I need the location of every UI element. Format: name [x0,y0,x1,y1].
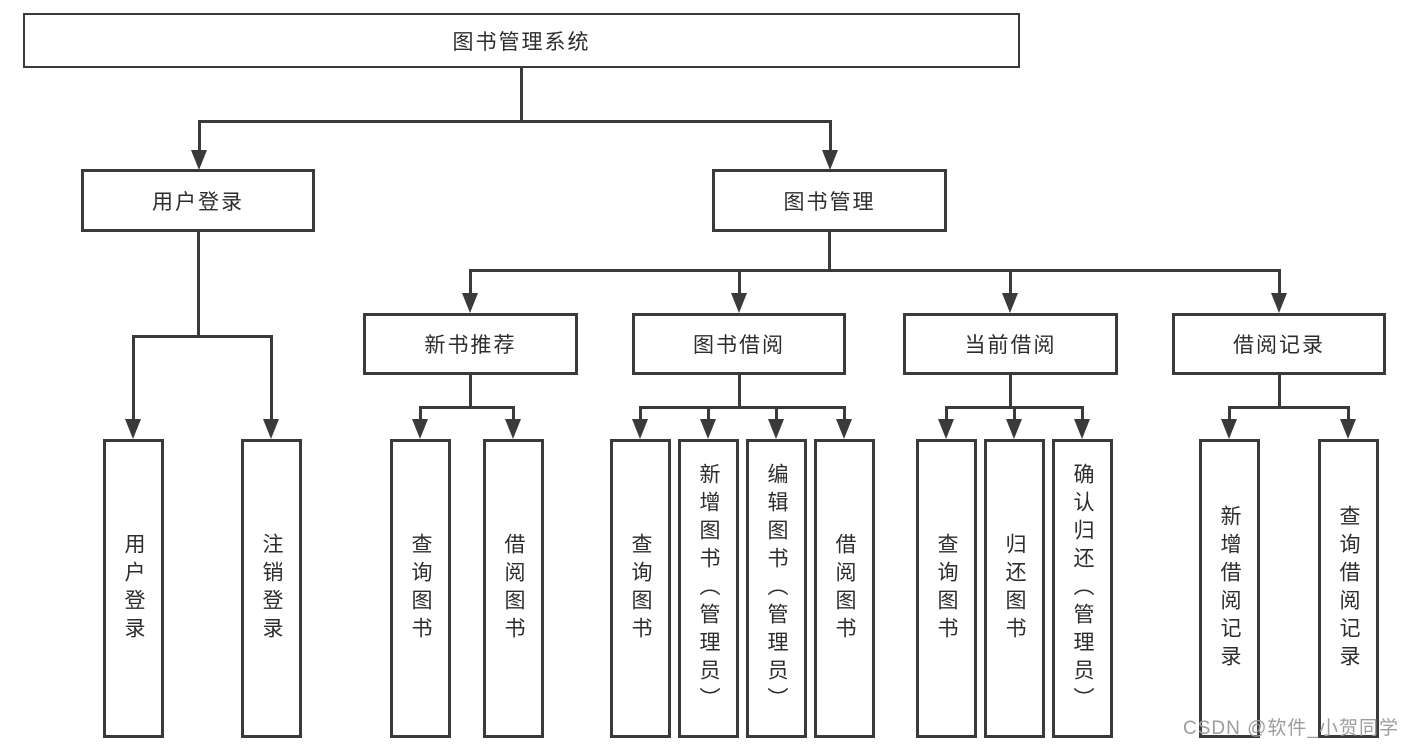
arrow-down-icon [125,419,141,439]
leaf-edit-book-admin-label: 编辑图书（管理员） [765,462,788,715]
node-user-login-label: 用户登录 [152,190,244,214]
arrow-down-icon [1002,293,1018,313]
arrow-down-icon [505,419,521,439]
arrow-down-icon [938,419,954,439]
arrow-down-icon [1271,293,1287,313]
leaf-query-borrow-record: 查询借阅记录 [1318,439,1379,738]
leaf-borrow-books-recommend-label: 借阅图书 [502,532,525,645]
leaf-borrow-books: 借阅图书 [814,439,875,738]
node-current-borrowing-label: 当前借阅 [964,334,1057,357]
connector-line [828,231,831,271]
leaf-user-login: 用户登录 [103,439,164,738]
leaf-query-books-current: 查询图书 [916,439,977,738]
connector-line [843,406,846,422]
leaf-query-books-borrowing-label: 查询图书 [629,532,652,645]
leaf-confirm-return-admin: 确认归还（管理员） [1052,439,1113,738]
leaf-return-books: 归还图书 [984,439,1045,738]
leaf-return-books-label: 归还图书 [1003,532,1026,645]
leaf-edit-book-admin: 编辑图书（管理员） [746,439,807,738]
connector-line [469,269,1280,272]
connector-line [945,406,948,422]
connector-line [512,406,515,422]
connector-line [829,120,832,153]
arrow-down-icon [263,419,279,439]
connector-line [775,406,778,422]
arrow-down-icon [1221,419,1237,439]
connector-line [419,406,514,409]
node-root-label: 图书管理系统 [452,30,591,54]
leaf-borrow-books-recommend: 借阅图书 [483,439,544,738]
connector-line [469,373,472,408]
leaf-query-books-borrowing: 查询图书 [610,439,671,738]
arrow-down-icon [822,150,838,170]
connector-line [1228,406,1231,422]
leaf-query-borrow-record-label: 查询借阅记录 [1337,504,1360,673]
connector-line [639,406,845,409]
connector-line [738,373,741,408]
arrow-down-icon [836,419,852,439]
leaf-query-books-current-label: 查询图书 [935,532,958,645]
leaf-borrow-books-label: 借阅图书 [833,532,856,645]
connector-line [707,406,710,422]
connector-line [469,269,472,296]
node-book-management: 图书管理 [712,169,947,232]
leaf-logout: 注销登录 [241,439,302,738]
connector-line [1013,406,1016,422]
leaf-add-book-admin-label: 新增图书（管理员） [697,462,720,715]
connector-line [1081,406,1084,422]
arrow-down-icon [191,150,207,170]
connector-line [132,335,135,420]
arrow-down-icon [1340,419,1356,439]
connector-line [1347,406,1350,422]
connector-line [270,335,273,420]
leaf-query-books-recommend-label: 查询图书 [409,532,432,645]
arrow-down-icon [700,419,716,439]
connector-line [639,406,642,422]
node-current-borrowing: 当前借阅 [903,313,1118,375]
arrow-down-icon [632,419,648,439]
watermark: CSDN @软件_小贺同学 [1183,718,1399,739]
connector-line [198,120,201,153]
node-new-book-recommend-label: 新书推荐 [424,334,517,357]
leaf-user-login-label: 用户登录 [122,532,145,645]
connector-line [738,269,741,296]
node-root: 图书管理系统 [23,13,1020,68]
connector-line [520,66,523,122]
arrow-down-icon [462,293,478,313]
leaf-confirm-return-admin-label: 确认归还（管理员） [1071,462,1094,715]
connector-line [1009,269,1012,296]
arrow-down-icon [412,419,428,439]
node-book-management-label: 图书管理 [783,190,876,214]
connector-line [198,120,831,123]
connector-line [419,406,422,422]
connector-line [1278,373,1281,408]
leaf-add-book-admin: 新增图书（管理员） [678,439,739,738]
node-new-book-recommend: 新书推荐 [363,313,578,375]
leaf-logout-label: 注销登录 [260,532,283,645]
leaf-add-borrow-record-label: 新增借阅记录 [1218,504,1241,673]
arrow-down-icon [768,419,784,439]
connector-line [132,335,273,338]
leaf-query-books-recommend: 查询图书 [390,439,451,738]
arrow-down-icon [731,293,747,313]
arrow-down-icon [1006,419,1022,439]
connector-line [1009,373,1012,408]
node-user-login: 用户登录 [81,169,315,232]
connector-line [1278,269,1281,296]
node-book-borrowing: 图书借阅 [632,313,846,375]
arrow-down-icon [1074,419,1090,439]
node-borrowing-records-label: 借阅记录 [1233,334,1325,357]
leaf-add-borrow-record: 新增借阅记录 [1199,439,1260,738]
node-book-borrowing-label: 图书借阅 [693,334,785,357]
connector-line [197,231,200,337]
connector-line [1228,406,1349,409]
node-borrowing-records: 借阅记录 [1172,313,1386,375]
